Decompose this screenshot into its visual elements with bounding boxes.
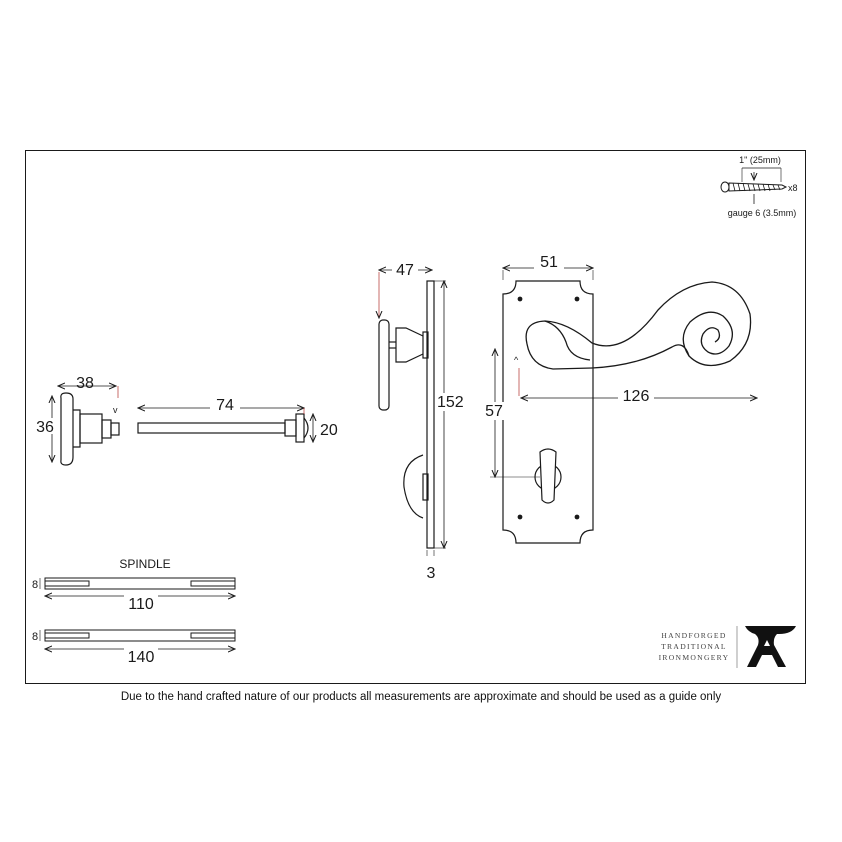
turn-width-label: 38 [76, 375, 94, 392]
scroll-lever-icon [525, 281, 752, 370]
spindle-title: SPINDLE [119, 557, 170, 571]
spindle-long-length-label: 140 [128, 649, 155, 666]
privacy-turn-icon [534, 448, 562, 504]
spindle-short-icon [44, 577, 236, 590]
thumb-turn-icon [60, 392, 120, 466]
svg-text:v: v [113, 405, 118, 415]
spindle-long-icon [44, 629, 236, 642]
screw-gauge-label: gauge 6 (3.5mm) [728, 208, 797, 218]
disclaimer-footnote: Due to the hand crafted nature of our pr… [120, 691, 722, 703]
screw-detail: 1" (25mm) x8 gauge 6 (3.5mm) [720, 155, 798, 218]
backplate-front-icon [502, 280, 594, 544]
brand-logo: HANDFORGED TRADITIONAL IRONMONGERY [659, 626, 796, 668]
turn-height-label: 36 [36, 419, 54, 436]
front-view: 51 ^ 57 126 [482, 252, 757, 544]
spindle-short-length-label: 110 [128, 596, 154, 613]
side-view: 47 152 3 [379, 261, 468, 582]
anvil-logo-icon [745, 626, 796, 667]
spindle-detail: SPINDLE 8 110 8 140 [32, 557, 235, 666]
release-detail: 74 20 [138, 396, 338, 442]
side-thickness-label: 3 [427, 565, 436, 582]
release-length-label: 74 [216, 397, 234, 414]
turn-detail: v 38 36 [35, 375, 120, 466]
screw-quantity-label: x8 [788, 183, 798, 193]
front-width-label: 51 [540, 254, 558, 271]
spindle-long-section-label: 8 [32, 631, 38, 643]
backplate-side-icon [378, 280, 435, 549]
brand-line3: IRONMONGERY [659, 653, 730, 662]
spindle-short-section-label: 8 [32, 579, 38, 591]
front-centres-label: 57 [485, 403, 503, 420]
brand-line1: HANDFORGED [661, 631, 726, 640]
side-projection-label: 47 [396, 262, 414, 279]
drawing-frame [25, 150, 806, 684]
emergency-release-icon [137, 413, 309, 443]
svg-text:^: ^ [514, 355, 519, 365]
front-lever-length-label: 126 [623, 388, 650, 405]
screw-icon [720, 181, 788, 193]
screw-length-label: 1" (25mm) [739, 155, 781, 165]
side-height-label: 152 [437, 394, 464, 411]
brand-line2: TRADITIONAL [661, 642, 727, 651]
release-height-label: 20 [320, 422, 338, 439]
